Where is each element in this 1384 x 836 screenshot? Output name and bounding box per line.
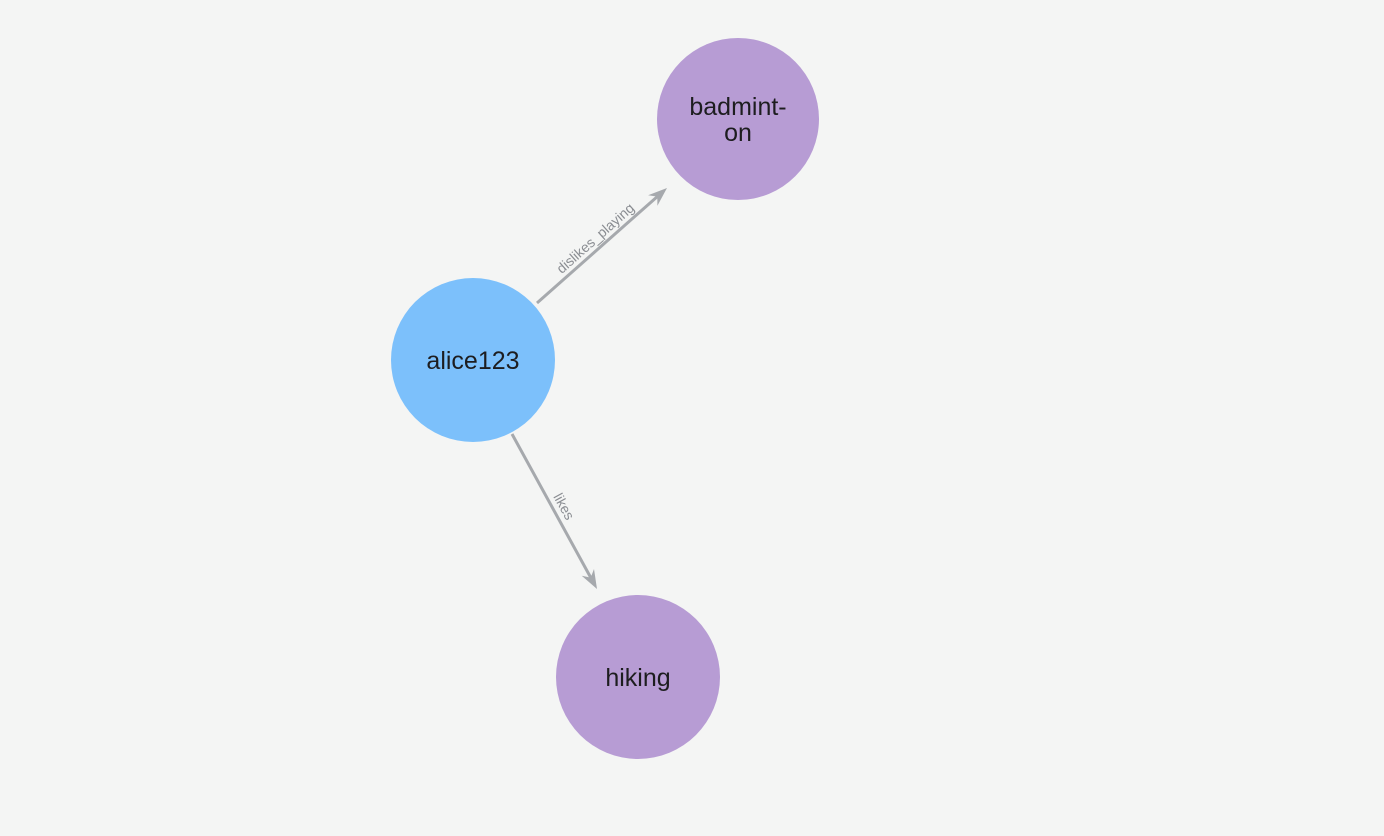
edge-arrowhead-icon (581, 569, 597, 589)
node-circle-alice123[interactable] (391, 278, 555, 442)
edge-line[interactable] (510, 433, 593, 580)
node-hiking: hiking (556, 595, 720, 759)
edge-line[interactable] (536, 194, 660, 305)
node-alice123: alice123 (391, 278, 555, 442)
edge-arrowhead-icon (648, 188, 667, 206)
node-circle-hiking[interactable] (556, 595, 720, 759)
node-badminton: badmint-on (657, 38, 819, 200)
node-circle-badminton[interactable] (657, 38, 819, 200)
